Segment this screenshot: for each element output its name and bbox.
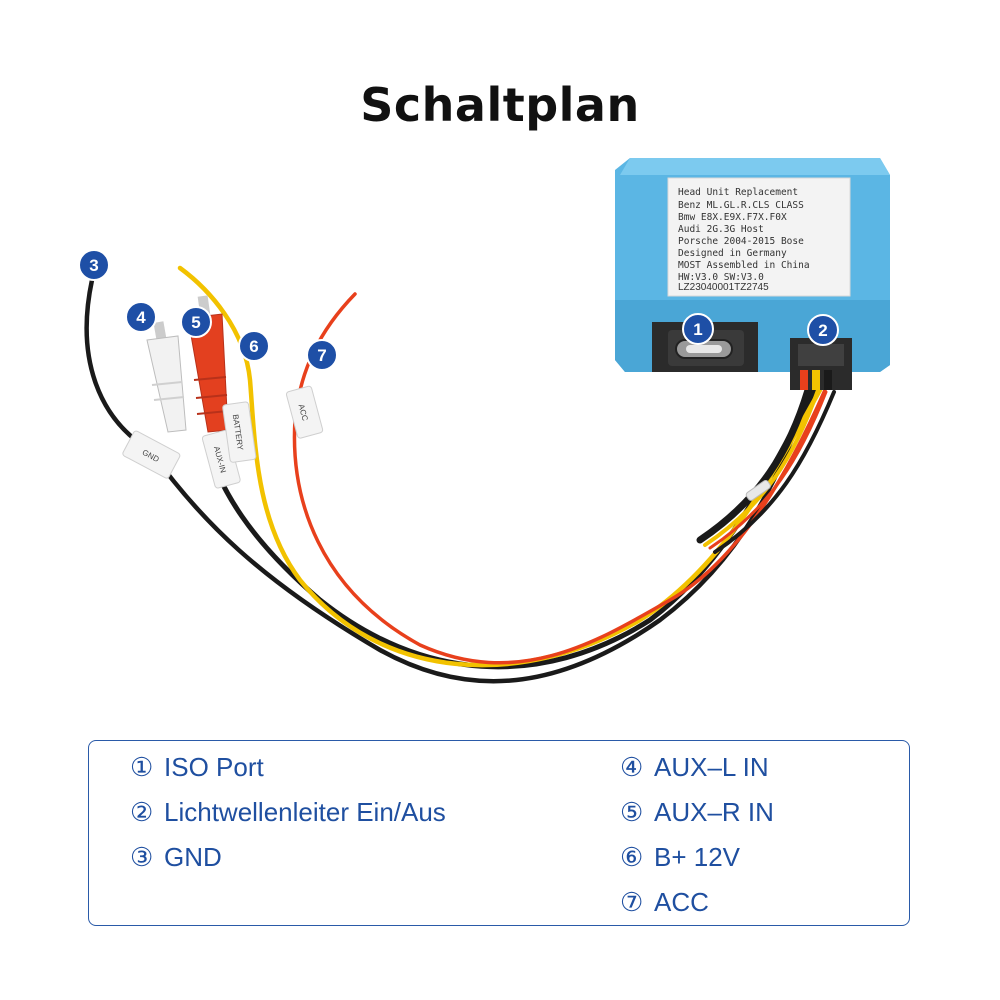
rca-white-plug (146, 321, 187, 433)
badge-6: 6 (238, 330, 270, 362)
svg-text:7: 7 (317, 346, 326, 365)
badge-3: 3 (78, 249, 110, 281)
svg-text:6: 6 (249, 337, 258, 356)
badge-4: 4 (125, 301, 157, 333)
battery-tag: BATTERY (222, 401, 257, 463)
fiber-connector (790, 338, 852, 390)
svg-text:2: 2 (818, 321, 827, 340)
page-title: Schaltplan (360, 78, 640, 132)
acc-tag-text: ACC (297, 403, 310, 422)
gnd-tag: GND (122, 430, 181, 479)
badge-2: 2 (807, 314, 839, 346)
svg-text:3: 3 (89, 256, 98, 275)
badge-1: 1 (682, 313, 714, 345)
svg-text:5: 5 (191, 313, 200, 332)
acc-tag: ACC (285, 385, 324, 439)
module-box: Head Unit Replacement Benz ML.GL.R.CLS C… (615, 158, 890, 390)
badge-7: 7 (306, 339, 338, 371)
badge-5: 5 (180, 306, 212, 338)
module-label-text: Head Unit Replacement Benz ML.GL.R.CLS C… (678, 187, 815, 283)
svg-text:1: 1 (693, 320, 702, 339)
module-label (667, 177, 851, 297)
svg-text:4: 4 (136, 308, 146, 327)
serial-number: LZ23040001TZ2745 (678, 282, 769, 293)
legend-box (88, 740, 910, 926)
